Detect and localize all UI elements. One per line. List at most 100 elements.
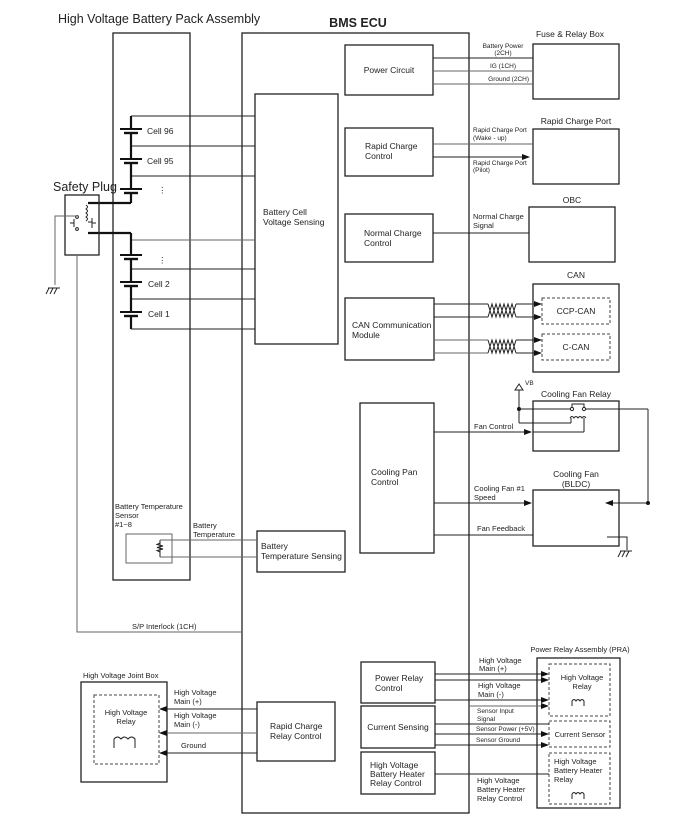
temp-sensor-label: Battery Temperature (115, 502, 183, 511)
heater-relay-control-label-2: Battery Heater (477, 785, 526, 794)
svg-text:Power Relay Assembly (PRA): Power Relay Assembly (PRA) (530, 645, 630, 654)
battery-temperature-label: Battery (193, 521, 217, 530)
rapid-charge-port: Rapid Charge Port (532, 116, 620, 185)
svg-text:Normal Charge: Normal Charge (364, 228, 422, 238)
svg-text:Rapid Charge: Rapid Charge (270, 721, 323, 731)
cell-ellipsis-upper: ⋮ (158, 185, 167, 195)
can-module-block: CAN Communication Module (344, 297, 435, 361)
jb-main-minus-label-2: Main (-) (174, 720, 200, 729)
cooling-fan-bldc: Cooling Fan (BLDC) (532, 469, 620, 547)
rcp-wake-label: Rapid Charge Port (473, 127, 527, 134)
sensor-input-label: Sensor Input (477, 708, 514, 715)
battery-cell-symbol (119, 188, 143, 195)
ground-2ch-label: Ground (2CH) (488, 76, 529, 83)
svg-text:Control: Control (365, 151, 393, 161)
svg-text:(BLDC): (BLDC) (562, 479, 591, 489)
fan-speed-label-2: Speed (474, 493, 496, 502)
battery-temperature-label-2: Temperature (193, 530, 235, 539)
svg-text:CAN: CAN (567, 270, 585, 280)
rapid-charge-control-block: Rapid Charge Control (344, 127, 434, 177)
battery-cell-symbol (119, 311, 143, 318)
battery-pack-title: High Voltage Battery Pack Assembly (58, 12, 261, 26)
svg-text:Rapid Charge Port: Rapid Charge Port (541, 116, 612, 126)
cell-1-label: Cell 1 (148, 309, 170, 319)
ig-label: IG (1CH) (490, 63, 516, 70)
safety-plug-title: Safety Plug (53, 180, 117, 194)
battery-power-label: Battery Power (483, 43, 525, 50)
svg-text:Temperature Sensing: Temperature Sensing (261, 551, 342, 561)
sensor-power-label: Sensor Power (+5V) (476, 726, 535, 733)
svg-text:VB: VB (525, 380, 534, 387)
svg-text:Cooling Fan: Cooling Fan (553, 469, 599, 479)
cell-2-label: Cell 2 (148, 279, 170, 289)
sensor-input-label-2: Signal (477, 716, 496, 723)
fan-speed-label: Cooling Fan #1 (474, 484, 525, 493)
temp-sensor-label-3: #1~8 (115, 520, 132, 529)
rapid-charge-relay-control-block: Rapid Charge Relay Control (256, 701, 336, 762)
svg-text:C-CAN: C-CAN (563, 342, 590, 352)
power-relay-assembly: Power Relay Assembly (PRA) High Voltage … (530, 645, 630, 809)
power-circuit-block: Power Circuit (344, 44, 434, 96)
svg-text:High Voltage: High Voltage (370, 760, 418, 770)
battery-cell-stack (88, 115, 255, 330)
jb-ground-label: Ground (181, 741, 206, 750)
svg-text:Rapid Charge: Rapid Charge (365, 141, 418, 151)
svg-text:Relay Control: Relay Control (370, 778, 422, 788)
battery-pack-frame (112, 32, 191, 581)
cooling-fan-relay: Cooling Fan Relay (532, 389, 620, 452)
svg-text:Relay Control: Relay Control (270, 731, 322, 741)
svg-text:CAN Communication: CAN Communication (352, 320, 432, 330)
hv-joint-box: High Voltage Joint Box High Voltage Rela… (80, 671, 168, 783)
vb-supply: VB (514, 380, 649, 503)
svg-text:Relay: Relay (572, 682, 591, 691)
current-sensing-block: Current Sensing (360, 705, 436, 749)
normal-charge-control-block: Normal Charge Control (344, 213, 434, 263)
bms-ecu-frame (241, 32, 470, 814)
rcp-pilot-label-2: (Pilot) (473, 167, 490, 174)
pra-main-plus-label-2: Main (+) (479, 664, 507, 673)
cell-ellipsis-lower: ⋮ (158, 255, 167, 265)
svg-text:High Voltage: High Voltage (554, 757, 597, 766)
jb-main-plus-label: High Voltage (174, 688, 217, 697)
battery-cell-symbol (119, 254, 143, 261)
cell-95-label: Cell 95 (147, 156, 174, 166)
ground-icon (617, 550, 632, 558)
cooling-control-block: Cooling Pan Control (359, 402, 435, 554)
jb-main-minus-label: High Voltage (174, 711, 217, 720)
ground-icon-safety (45, 287, 60, 295)
battery-cell-symbol (119, 158, 143, 165)
svg-text:Cooling Fan Relay: Cooling Fan Relay (541, 389, 612, 399)
sp-interlock-label: S/P Interlock (1CH) (132, 622, 197, 631)
temp-sensor-label-2: Sensor (115, 511, 139, 520)
heater-relay-control-block: High Voltage Battery Heater Relay Contro… (360, 751, 436, 795)
bms-ecu-title: BMS ECU (329, 16, 387, 30)
svg-text:Control: Control (371, 477, 399, 487)
svg-text:Fuse & Relay Box: Fuse & Relay Box (536, 29, 605, 39)
svg-text:Current Sensor: Current Sensor (555, 730, 606, 739)
fuse-relay-box: Fuse & Relay Box (532, 29, 620, 100)
temp-sensing-block: Battery Temperature Sensing (256, 530, 346, 573)
svg-text:Cooling Pan: Cooling Pan (371, 467, 418, 477)
cell-96-label: Cell 96 (147, 126, 174, 136)
can-box: CAN CCP-CAN C-CAN (532, 270, 620, 373)
sensor-ground-label: Sensor Ground (476, 737, 520, 744)
heater-relay-control-label: High Voltage (477, 776, 520, 785)
svg-text:Battery: Battery (261, 541, 289, 551)
pra-main-minus-label-2: Main (-) (478, 690, 504, 699)
cell-voltage-sensing-block: Battery Cell Voltage Sensing (254, 93, 339, 345)
svg-text:Current Sensing: Current Sensing (367, 722, 429, 732)
svg-text:High Voltage: High Voltage (561, 673, 604, 682)
svg-text:Power Relay: Power Relay (375, 673, 424, 683)
svg-text:Voltage Sensing: Voltage Sensing (263, 217, 325, 227)
pra-main-minus-label: High Voltage (478, 681, 521, 690)
heater-relay-control-label-3: Relay Control (477, 794, 523, 803)
svg-text:CCP-CAN: CCP-CAN (557, 306, 596, 316)
svg-text:Relay: Relay (554, 775, 573, 784)
svg-text:Control: Control (364, 238, 392, 248)
battery-power-label-2: (2CH) (494, 50, 511, 57)
normal-charge-signal-label-2: Signal (473, 221, 494, 230)
svg-text:Relay: Relay (116, 717, 135, 726)
normal-charge-signal-label: Normal Charge (473, 212, 524, 221)
svg-text:Battery Heater: Battery Heater (370, 769, 425, 779)
jb-main-plus-label-2: Main (+) (174, 697, 202, 706)
